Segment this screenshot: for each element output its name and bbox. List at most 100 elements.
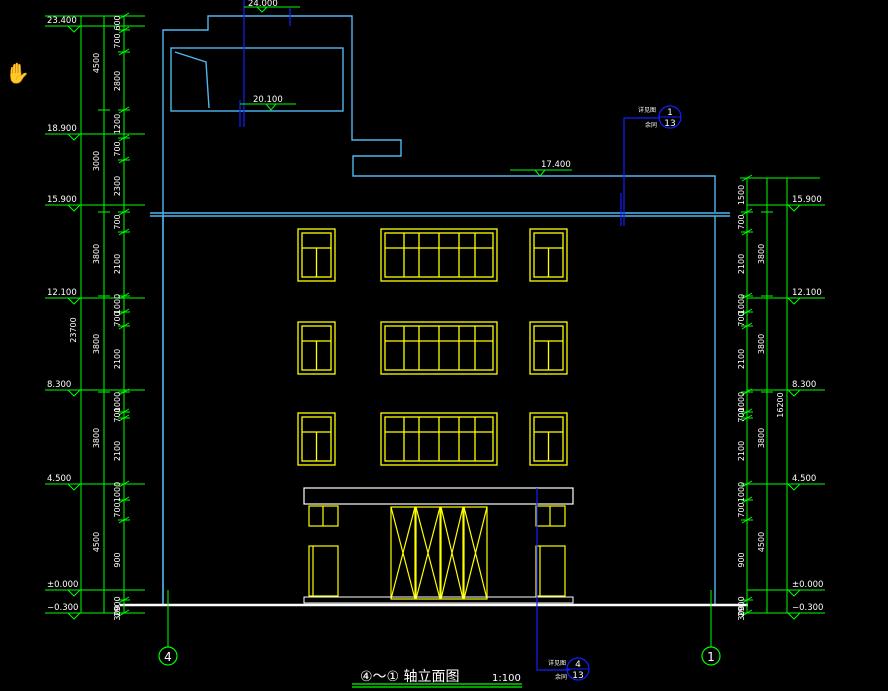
axis-right-marker: 1 — [701, 590, 721, 666]
window-small — [529, 412, 568, 466]
dim-tick — [741, 496, 753, 504]
dim-tick — [118, 308, 130, 316]
dim-text-inner-right: 700 — [737, 407, 746, 422]
dim-text-outer: 3800 — [92, 244, 101, 264]
dim-tick — [741, 596, 753, 604]
dim-text-outer: 3000 — [92, 151, 101, 171]
dim-text-inner: 1000 — [113, 392, 122, 412]
dim-tick — [118, 414, 130, 422]
window-large — [380, 321, 498, 375]
building-outline — [150, 15, 730, 605]
callout-bottom-text1: 详见图 — [548, 659, 566, 667]
dim-tick — [741, 516, 753, 524]
dim-tick — [118, 228, 130, 236]
elev-marker — [67, 133, 81, 141]
elev-marker — [787, 483, 801, 491]
dim-text-inner: 2800 — [113, 71, 122, 91]
dim-text-inner: 1000 — [113, 482, 122, 502]
dim-text-inner: 700 — [113, 311, 122, 326]
dim-text-inner: 700 — [113, 214, 122, 229]
elev-marker — [787, 389, 801, 397]
elevation-left: −0.300 — [47, 603, 78, 613]
elev-marker — [787, 612, 801, 620]
dim-text-inner: 600 — [113, 15, 122, 30]
callout-top-text1: 详见图 — [638, 106, 656, 114]
dim-tick — [118, 596, 130, 604]
dim-tick — [118, 156, 130, 164]
callout-bottom-sheet: 13 — [572, 671, 583, 681]
dim-text-inner-right: 1500 — [737, 185, 746, 205]
dim-text-inner-right: 900 — [737, 552, 746, 567]
elevation-left: 23.400 — [47, 16, 77, 26]
axis-right-label: 1 — [707, 650, 715, 664]
right-dimension-lines — [740, 177, 820, 613]
dim-tick — [118, 208, 130, 216]
dim-tick — [118, 496, 130, 504]
elev-marker — [67, 204, 81, 212]
left-dimension-lines — [45, 15, 145, 613]
elevation-left: ±0.000 — [47, 580, 78, 590]
callout-top-sheet: 13 — [664, 119, 675, 129]
elevation-right: 4.500 — [792, 474, 816, 484]
elevation-left: 4.500 — [47, 474, 71, 484]
dim-tick — [741, 308, 753, 316]
elev-marker — [67, 612, 81, 620]
dim-text-inner-right: 700 — [737, 502, 746, 517]
dim-text-inner: 700 — [113, 502, 122, 517]
dim-tick — [741, 322, 753, 330]
elevation-right: −0.300 — [792, 603, 823, 613]
dim-text-total-right: 16200 — [776, 392, 785, 417]
elevation-right: 15.900 — [792, 195, 822, 205]
elevation-left: 18.900 — [47, 124, 77, 134]
dim-text-outer-right: 3800 — [757, 334, 766, 354]
dim-tick — [118, 48, 130, 56]
dim-text-inner: 1200 — [113, 114, 122, 134]
elevation-right: 12.100 — [792, 288, 822, 298]
dim-tick — [118, 106, 130, 114]
dim-tick — [118, 26, 130, 34]
title-text: ④～① 轴立面图 — [360, 669, 460, 685]
dim-text-inner: 300 — [113, 605, 122, 620]
dim-text-inner-right: 2900 — [737, 596, 746, 616]
leaders — [239, 0, 660, 671]
elev-marker — [787, 297, 801, 305]
pan-hand-icon[interactable]: ✋ — [5, 61, 30, 85]
dim-tick — [118, 12, 130, 20]
dim-text-inner-right: 1000 — [737, 392, 746, 412]
dim-tick — [118, 134, 130, 142]
dim-text-outer-right: 4500 — [757, 532, 766, 552]
detail-callout-top: 1 13 详见图 余同 — [638, 105, 682, 129]
elev-marker — [787, 204, 801, 212]
elev-marker — [67, 297, 81, 305]
dim-text-inner-right: 2100 — [737, 349, 746, 369]
dim-text-outer-right: 3800 — [757, 428, 766, 448]
window-large — [380, 228, 498, 282]
dim-text-inner: 700 — [113, 407, 122, 422]
dim-tick — [741, 408, 753, 416]
dim-tick — [118, 322, 130, 330]
elevation-left: 12.100 — [47, 288, 77, 298]
elev-marker — [67, 483, 81, 491]
elevation-right: ±0.000 — [792, 580, 823, 590]
callout-top-num: 1 — [667, 108, 673, 118]
callout-bottom-text2: 余同 — [555, 673, 567, 681]
drawing-title: ④～① 轴立面图 1:100 — [352, 669, 522, 688]
dim-text-inner-right: 1000 — [737, 294, 746, 314]
elevation-right: 8.300 — [792, 380, 816, 390]
elev-marker — [67, 389, 81, 397]
axis-left-marker: 4 — [158, 590, 178, 666]
dim-text-total: 23700 — [69, 317, 78, 342]
dim-tick — [741, 174, 753, 182]
dim-text-outer-right: 3800 — [757, 244, 766, 264]
dim-tick — [741, 208, 753, 216]
elev-marker — [787, 589, 801, 597]
elev-marker — [67, 589, 81, 597]
dim-tick — [741, 414, 753, 422]
roof-label-17400: 17.400 — [541, 160, 571, 170]
callout-top-text2: 余同 — [645, 121, 657, 129]
elev-marker — [67, 25, 81, 33]
dim-tick — [741, 292, 753, 300]
detail-callout-bottom: 4 13 详见图 余同 — [548, 657, 590, 681]
window-small — [297, 412, 336, 466]
